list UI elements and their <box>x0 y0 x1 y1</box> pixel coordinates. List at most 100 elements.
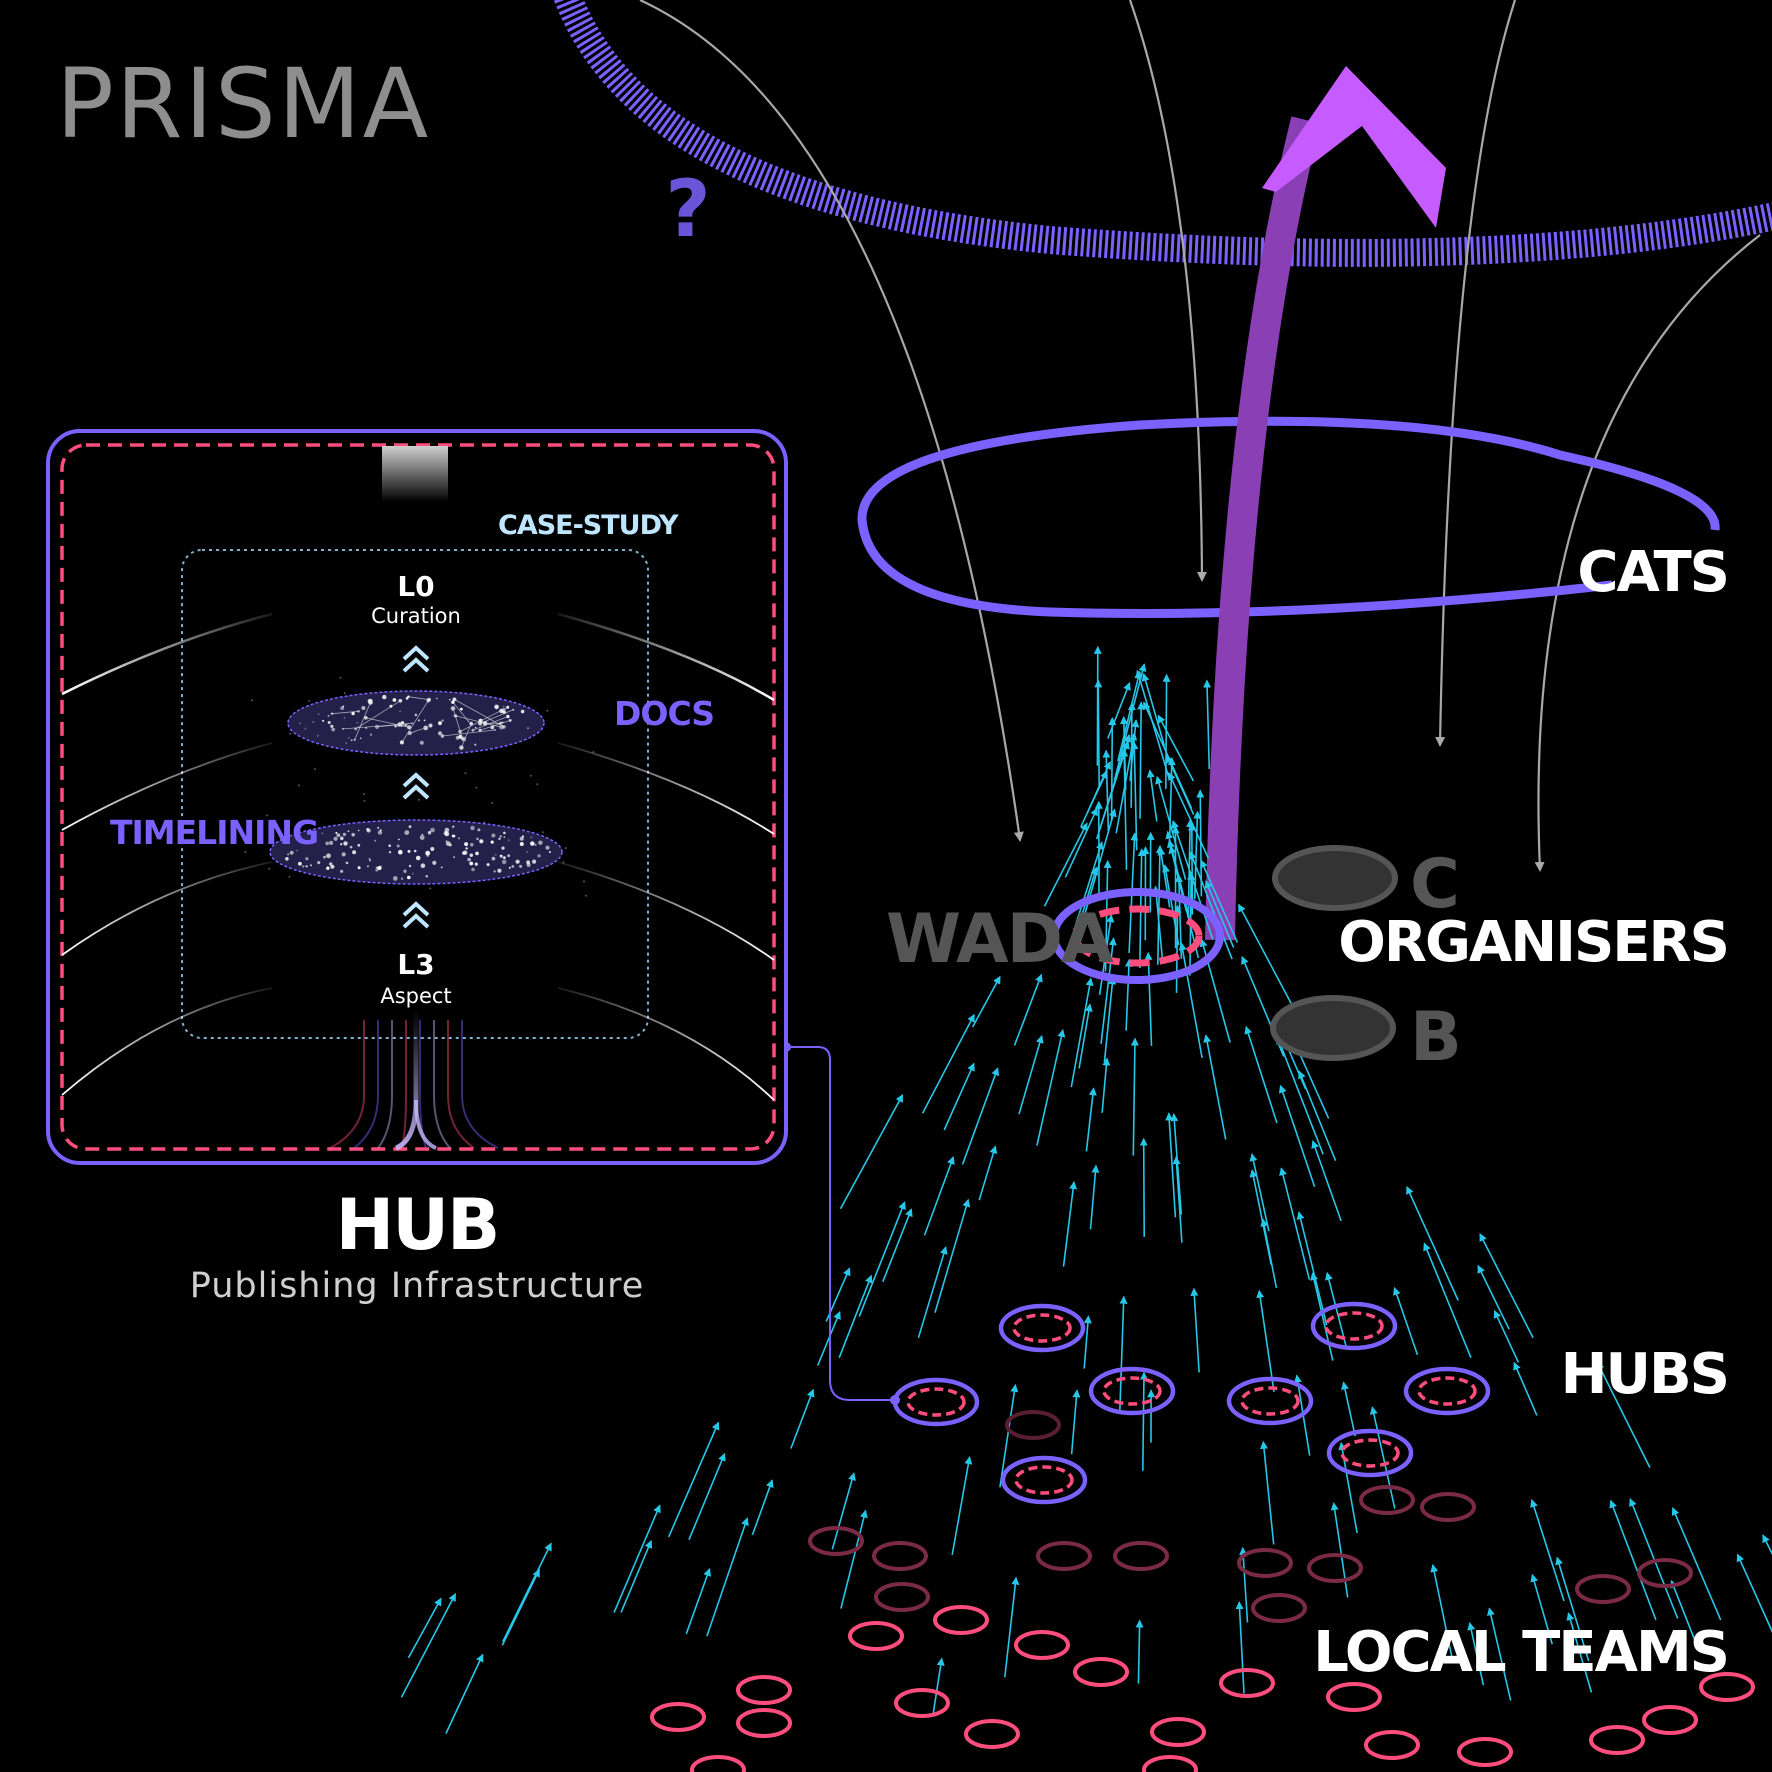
arc <box>61 742 273 831</box>
flow-arrow <box>1486 1607 1512 1701</box>
flow-arrow <box>1078 1003 1093 1069</box>
flow-arrow <box>1124 958 1133 1031</box>
flow-arrow <box>1085 1087 1097 1152</box>
flow-arrow <box>1067 866 1099 962</box>
local-team-ring <box>1014 1630 1070 1660</box>
b-node[interactable] <box>1270 995 1396 1061</box>
speck <box>380 865 383 868</box>
flow-arrow <box>1072 841 1104 932</box>
star <box>519 864 523 868</box>
star <box>392 876 398 881</box>
hub-node[interactable] <box>1226 1376 1314 1426</box>
flow-arrow <box>445 1653 484 1734</box>
hub-node[interactable] <box>1326 1428 1414 1478</box>
hub-subtitle: Publishing Infrastructure <box>189 1266 645 1306</box>
flow-arrow <box>882 1208 913 1283</box>
speck <box>536 783 539 786</box>
star <box>428 723 433 728</box>
speck <box>312 721 315 723</box>
hub-node[interactable] <box>1000 1455 1088 1505</box>
flow-arrow <box>923 1156 955 1236</box>
flow-arrow <box>1070 977 1094 1088</box>
speck <box>289 732 292 735</box>
flow-arrow <box>1629 1498 1679 1619</box>
hub-node[interactable] <box>998 1303 1086 1353</box>
flow-arrow <box>1196 789 1205 897</box>
star <box>310 864 312 867</box>
hub-node-inner-ring <box>1240 1386 1300 1416</box>
star <box>501 859 507 865</box>
data-stream <box>377 1020 393 1149</box>
star <box>340 706 345 710</box>
speck <box>321 832 324 835</box>
arc <box>61 861 273 956</box>
flow-arrow <box>1256 1289 1275 1392</box>
hub-node[interactable] <box>892 1377 980 1427</box>
flow-arrow <box>1130 741 1139 851</box>
hub-node[interactable] <box>1403 1366 1491 1416</box>
flow-arrow <box>407 1597 442 1659</box>
hub-node-outer-ring <box>1326 1428 1414 1478</box>
hub-node-outer-ring <box>1088 1366 1176 1416</box>
star <box>415 855 421 861</box>
flow-arrow <box>1089 1164 1100 1230</box>
prisma-logo: PRISMA <box>56 48 431 160</box>
timelining-label: TIMELINING <box>110 813 319 852</box>
hub-node[interactable] <box>1088 1366 1176 1416</box>
star <box>452 834 456 838</box>
flow-arrow <box>1162 673 1171 789</box>
flow-arrow <box>858 1201 906 1317</box>
speck <box>546 709 549 712</box>
star <box>396 844 400 848</box>
speck <box>266 814 269 817</box>
speck <box>541 831 544 834</box>
speck <box>530 836 533 839</box>
local-team-rings <box>650 1410 1755 1772</box>
grey-arrows <box>639 0 1761 872</box>
star <box>491 856 496 861</box>
flow-arrow <box>1200 859 1239 943</box>
flow-arrow <box>921 1013 975 1114</box>
data-stream <box>419 1020 427 1149</box>
local-team-ring <box>872 1541 928 1571</box>
hub-node[interactable] <box>1310 1301 1398 1351</box>
flow-arrow <box>1018 1034 1044 1115</box>
speck <box>316 734 319 737</box>
speck <box>295 849 298 852</box>
flow-arrow <box>751 1479 774 1536</box>
star <box>404 830 410 835</box>
star <box>497 868 502 873</box>
flow-arrow <box>1107 681 1131 739</box>
wada-node[interactable] <box>1050 888 1224 984</box>
star <box>419 835 425 840</box>
flow-arrow <box>1172 1156 1183 1243</box>
speck <box>399 710 402 713</box>
star <box>432 860 437 866</box>
hub-node-outer-ring <box>1403 1366 1491 1416</box>
constellation-line <box>452 708 463 740</box>
star <box>417 719 420 722</box>
star <box>400 877 404 880</box>
speck <box>526 850 528 853</box>
star <box>526 862 531 867</box>
flow-arrow <box>1143 701 1193 809</box>
constellation-line <box>459 706 508 732</box>
star <box>521 835 525 838</box>
star <box>490 840 494 844</box>
star <box>388 851 392 854</box>
star <box>507 854 511 858</box>
speck <box>452 714 455 717</box>
flow-arrow <box>1174 874 1183 959</box>
star <box>534 843 537 846</box>
star <box>463 850 468 855</box>
c-node[interactable] <box>1272 845 1398 911</box>
speck <box>363 799 366 802</box>
flow-arrow <box>1064 807 1098 878</box>
hub-connector-line <box>786 1046 895 1401</box>
constellation-line <box>408 696 430 701</box>
up-chevron-icon <box>402 645 430 673</box>
star <box>479 839 484 844</box>
star <box>382 694 387 700</box>
flow-arrow <box>688 1452 726 1541</box>
star <box>458 837 460 840</box>
